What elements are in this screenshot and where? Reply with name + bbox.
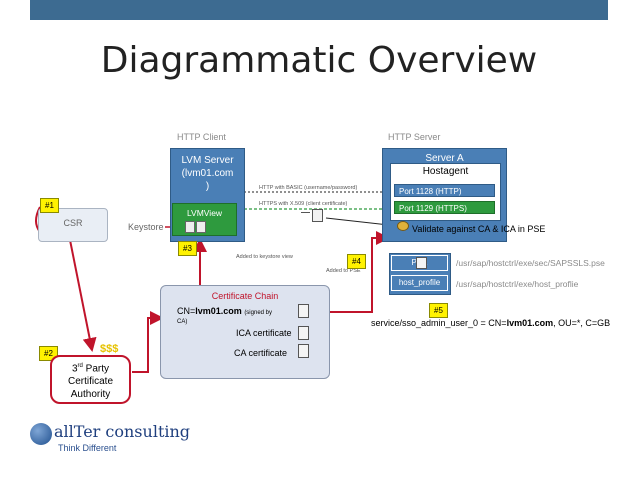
- cn-cert-icon: [298, 304, 309, 318]
- http-client-label: HTTP Client: [177, 132, 226, 142]
- service-line: service/sso_admin_user_0 = CN=lvm01.com,…: [371, 318, 611, 328]
- pse-path: /usr/sap/hostctrl/exe/sec/SAPSSLS.pse: [456, 258, 605, 268]
- port-https-box: Port 1129 (HTTPS): [394, 201, 495, 214]
- csr-to-ca-arrow: [69, 239, 97, 352]
- third-party-ca-box: 3rd Party Certificate Authority: [50, 355, 131, 404]
- port-http-box: Port 1128 (HTTP): [394, 184, 495, 197]
- client-cert-icon: [312, 209, 323, 222]
- ca-cert-icon: [298, 344, 309, 358]
- cert-doc-icon: [185, 221, 195, 233]
- step-tag-3: #3: [178, 241, 197, 256]
- ca-close: CA): [177, 319, 188, 325]
- added-keystore-label: Added to keystore view: [236, 254, 293, 260]
- logo-tagline: Think Different: [58, 443, 117, 453]
- ica-cert-icon: [298, 326, 309, 340]
- host-profile-box: host_profile: [391, 275, 448, 291]
- step-tag-4: #4: [347, 254, 366, 269]
- cert-chain-title: Certificate Chain: [211, 291, 279, 301]
- http-server-label: HTTP Server: [388, 132, 441, 142]
- ica-label: ICA certificate: [236, 328, 292, 338]
- pse-doc-icon: [416, 257, 427, 269]
- slide-title: Diagrammatic Overview: [100, 40, 538, 81]
- ca-to-chain-arrow: [132, 311, 164, 373]
- csr-label: CSR: [63, 218, 83, 228]
- lvm-server-title: LVM Server (lvm01.com ): [181, 155, 234, 192]
- server-a-title: Server A: [425, 153, 464, 164]
- money-label: $$$: [100, 343, 119, 355]
- chain-to-pse-arrow: [330, 231, 390, 313]
- cert-doc-icon: [196, 221, 206, 233]
- csr-box: CSR: [38, 208, 108, 242]
- top-bar: [30, 0, 608, 20]
- x509-arrow-label: HTTPS with X.509 (client certificate): [259, 201, 348, 207]
- third-party-line2: Certificate: [67, 376, 113, 388]
- third-party-line1: 3rd Party: [71, 363, 110, 375]
- lvmview-label: LVMView: [186, 208, 223, 218]
- globe-logo-icon: [30, 423, 52, 445]
- profile-path: /usr/sap/hostctrl/exe/host_proflie: [456, 279, 579, 289]
- ca-label: CA certificate: [234, 348, 288, 358]
- step-tag-1: #1: [40, 198, 59, 213]
- hostagent-label: Hostagent: [422, 166, 469, 177]
- basic-arrow-label: HTTP with BASIC (username/password): [259, 185, 358, 191]
- added-pse-label: Added to PSE: [326, 268, 361, 274]
- step-tag-5: #5: [429, 303, 448, 318]
- key-icon: [397, 221, 409, 231]
- keystore-label: Keystore: [128, 222, 164, 232]
- certificate-chain-scroll: Certificate Chain CN=lvm01.com (signed b…: [160, 285, 330, 379]
- logo-name: allTer consulting: [54, 422, 191, 441]
- validate-label: Validate against CA & ICA in PSE: [412, 224, 546, 234]
- third-party-line3: Authority: [70, 389, 111, 401]
- cn-line: CN=lvm01.com (signed by: [177, 306, 272, 316]
- lvmview-box: LVMView: [172, 203, 237, 236]
- cert-line-icon: [301, 212, 310, 213]
